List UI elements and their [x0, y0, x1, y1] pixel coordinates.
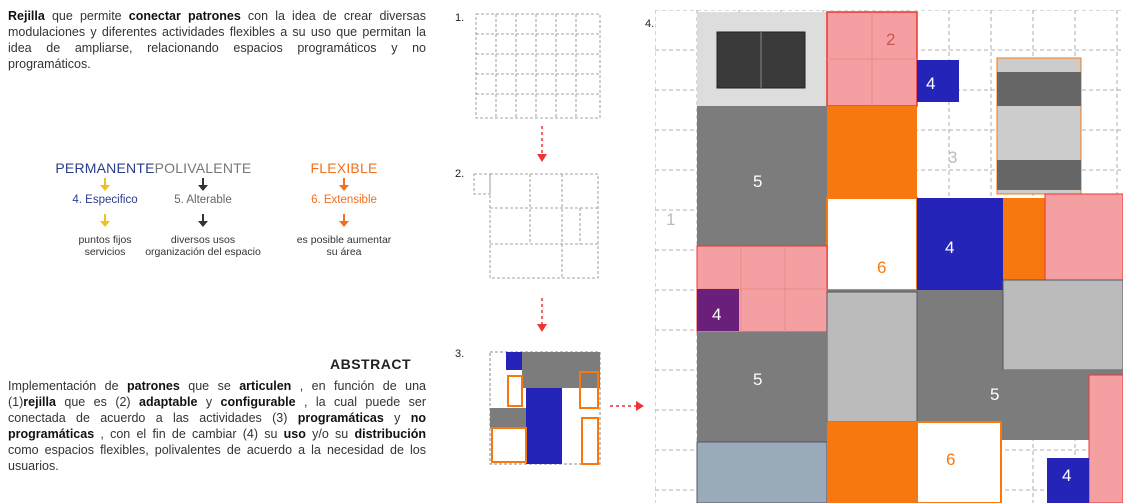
- column-polivalente: POLIVALENTE 5. Alterable diversos usos o…: [128, 160, 278, 258]
- column-flexible: FLEXIBLE 6. Extensible es posible aument…: [269, 160, 419, 258]
- column-title: POLIVALENTE: [154, 160, 252, 176]
- plan-label-4d: 4: [1062, 466, 1072, 485]
- plan-label-4a: 4: [926, 74, 936, 93]
- plan-label-4c: 4: [712, 305, 722, 324]
- intro-bold-rejilla: Rejilla: [8, 9, 45, 23]
- step-label-2: 2.: [455, 168, 465, 180]
- module-orange-6a: [826, 197, 918, 291]
- arrow-down-icon: [198, 214, 208, 227]
- module-blue-bottom: [1047, 458, 1089, 503]
- column-desc-line1: diversos usos: [170, 234, 236, 246]
- arrow-down-icon: [339, 214, 349, 227]
- grid-diagram-3: [489, 351, 601, 465]
- arrow-down-icon: [339, 178, 349, 191]
- column-desc-line1: puntos fijos: [78, 234, 132, 246]
- plan-label-6a: 6: [877, 258, 887, 277]
- step-label-4: 4.: [645, 18, 655, 30]
- plan-label-4b: 4: [945, 238, 955, 257]
- grid-diagram-2: [473, 173, 599, 279]
- plan-label-5a: 5: [753, 172, 763, 191]
- arrow-down-icon: [198, 178, 208, 191]
- grid-diagram-1: [475, 13, 601, 119]
- module-gray-5b: [697, 332, 827, 442]
- step-label-3: 3.: [455, 348, 465, 360]
- plan-label-5b: 5: [753, 370, 763, 389]
- plan-label-2: 2: [886, 30, 896, 49]
- module-orange-6b: [916, 421, 1002, 503]
- column-desc-line2: su área: [326, 246, 362, 258]
- column-subtitle: 4. Especifico: [72, 194, 138, 206]
- plan-label-5c: 5: [990, 385, 1000, 404]
- module-steel-bottom: [696, 441, 828, 503]
- intro-paragraph: Rejilla que permite conectar patrones co…: [8, 8, 426, 72]
- column-desc-line1: es posible aumentar: [296, 234, 392, 246]
- intro-text-2: con la idea de crear diversas modulacion…: [8, 9, 426, 71]
- module-pink-right: [1044, 193, 1123, 291]
- module-orange-bottom: [827, 422, 917, 503]
- intro-text-1: que permite: [44, 9, 129, 23]
- column-desc-line2: servicios: [84, 246, 126, 258]
- module-orange-b: [1003, 198, 1045, 290]
- column-title: FLEXIBLE: [310, 160, 378, 176]
- step-label-1: 1.: [455, 12, 465, 24]
- module-purple: [697, 289, 739, 331]
- module-orange-a: [827, 106, 917, 198]
- column-permanente: PERMANENTE 4. Especifico puntos fijos se…: [30, 160, 180, 258]
- arrow-down-icon: [100, 214, 110, 227]
- step-diagrams: [473, 13, 644, 465]
- intro-bold-patrones: conectar patrones: [128, 9, 241, 23]
- arrow-down-icon: [100, 178, 110, 191]
- big-plan: [655, 10, 1123, 503]
- module-network-right: [1002, 279, 1123, 371]
- column-subtitle: 6. Extensible: [311, 194, 377, 206]
- column-desc-line2: organización del espacio: [145, 246, 261, 258]
- plan-label-1: 1: [666, 210, 676, 229]
- module-blue-4: [917, 198, 1003, 290]
- abstract-title: ABSTRACT: [330, 356, 411, 372]
- column-subtitle: 5. Alterable: [174, 194, 232, 206]
- module-network-center: [826, 291, 918, 423]
- column-title: PERMANENTE: [55, 160, 155, 176]
- abstract-paragraph: Implementación de patrones que se articu…: [8, 379, 426, 473]
- plan-label-3: 3: [948, 148, 958, 167]
- module-gray-5a: [697, 106, 827, 246]
- plan-label-6b: 6: [946, 450, 956, 469]
- module-blue-small: [917, 60, 959, 102]
